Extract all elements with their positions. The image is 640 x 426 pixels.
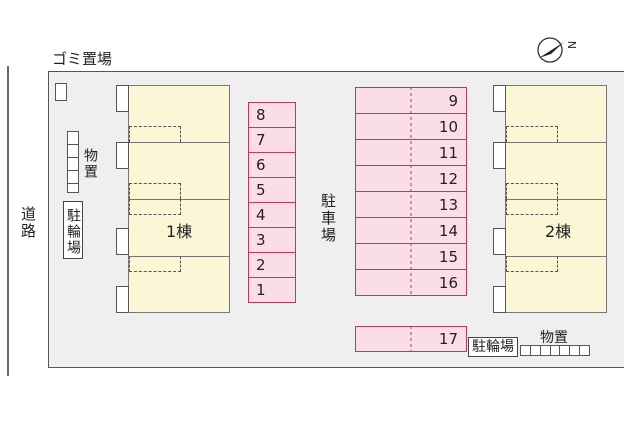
unit-divider [505, 199, 607, 200]
balcony [493, 286, 506, 313]
entrance-outline [506, 183, 558, 199]
parking-label: 駐車場 [319, 193, 337, 244]
garbage-label: ゴミ置場 [52, 50, 113, 68]
compass-letter: N [566, 41, 579, 49]
balcony [116, 85, 129, 112]
garbage-box [55, 83, 67, 101]
entrance-outline [506, 199, 558, 215]
bike-parking-left: 駐輪場 [63, 201, 83, 259]
parking-space-2: 2 [248, 252, 296, 278]
parking-space-1: 1 [248, 277, 296, 303]
entrance-outline [506, 126, 558, 142]
parking-space-6: 6 [248, 152, 296, 178]
storage-left [67, 131, 79, 193]
parking-space-7: 7 [248, 127, 296, 153]
parking-space-8: 8 [248, 102, 296, 128]
road-label: 道路 [19, 206, 37, 240]
building-2-label: 2棟 [545, 222, 572, 241]
balcony [116, 286, 129, 313]
compass-icon: N [537, 37, 579, 63]
unit-divider [128, 199, 230, 200]
unit-divider [505, 256, 607, 257]
unit-divider [128, 142, 230, 143]
parking-space-4: 4 [248, 202, 296, 228]
balcony [116, 142, 129, 169]
parking-space-5: 5 [248, 177, 296, 203]
unit-divider [505, 142, 607, 143]
entrance-outline [506, 256, 558, 272]
balcony [493, 142, 506, 169]
bike-parking-right: 駐輪場 [468, 337, 518, 357]
building-1-label: 1棟 [166, 222, 193, 241]
unit-divider [128, 256, 230, 257]
storage-right [520, 345, 590, 356]
balcony [493, 85, 506, 112]
parking-center-dash [410, 326, 412, 352]
entrance-outline [129, 183, 181, 199]
balcony [493, 228, 506, 255]
balcony [116, 228, 129, 255]
storage-left-label: 物置 [82, 148, 98, 180]
parking-space-3: 3 [248, 227, 296, 253]
entrance-outline [129, 199, 181, 215]
entrance-outline [129, 256, 181, 272]
entrance-outline [129, 126, 181, 142]
road-line [7, 66, 9, 376]
storage-right-label: 物置 [540, 330, 568, 346]
parking-center-dash [410, 87, 412, 295]
